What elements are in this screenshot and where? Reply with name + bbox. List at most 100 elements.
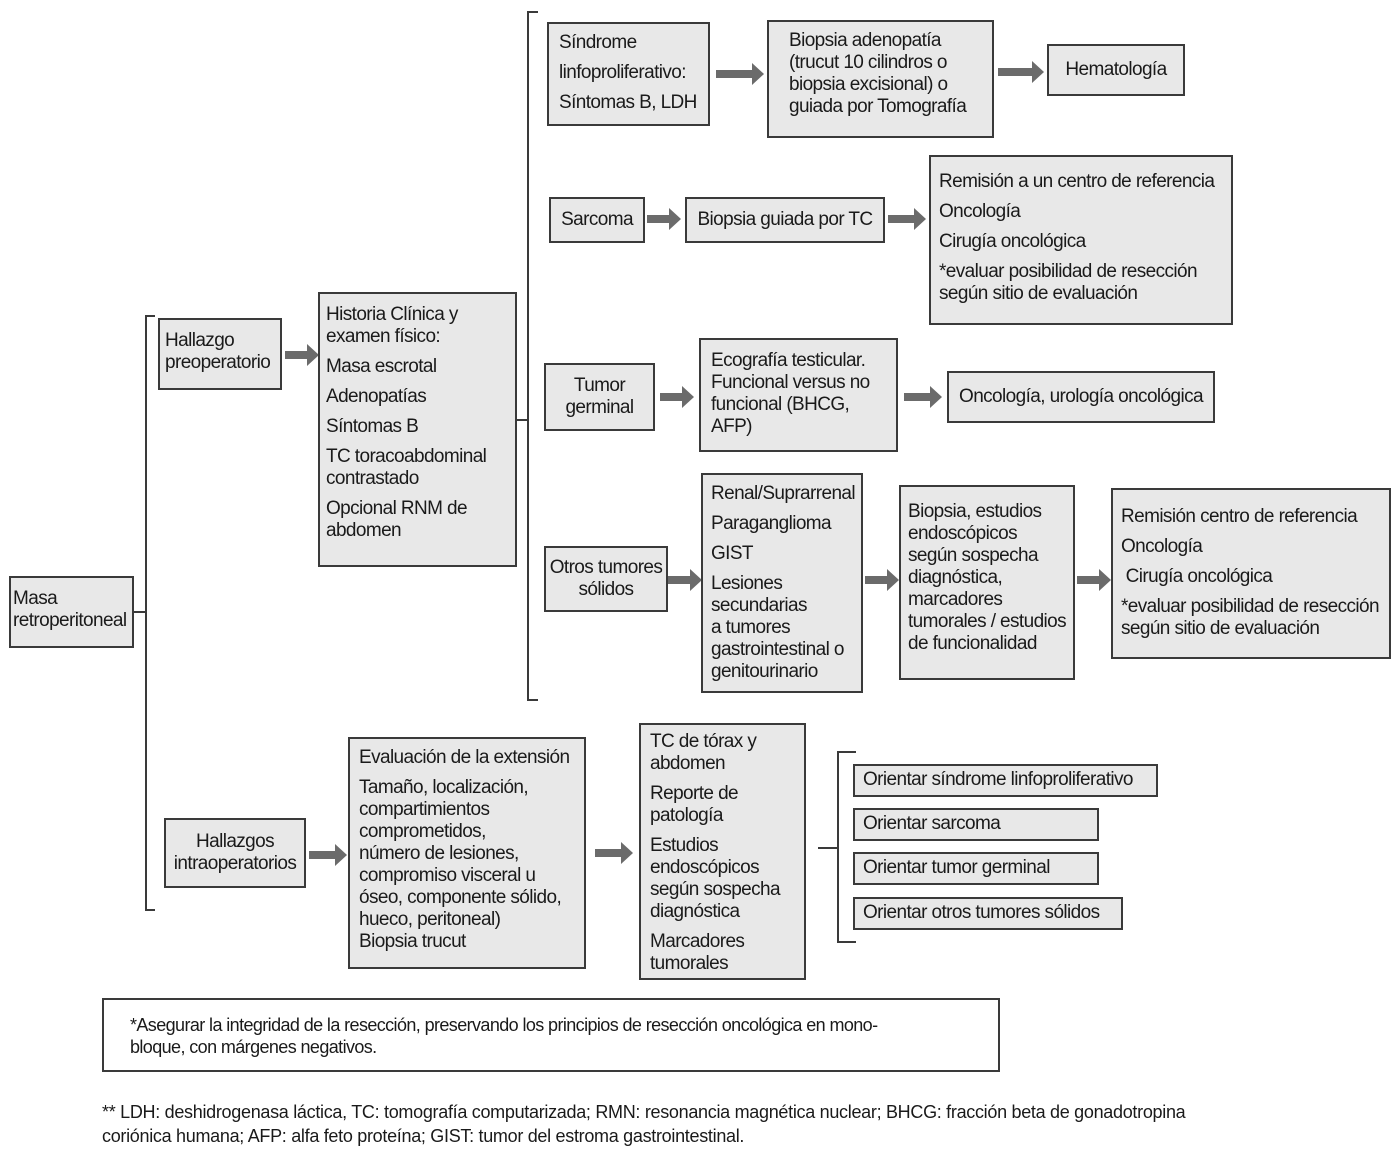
sarcoma-box: Sarcoma xyxy=(549,197,645,243)
abbreviation-footnote: ** LDH: deshidrogenasa láctica, TC: tomo… xyxy=(102,1100,1362,1148)
biopsy-line: biopsia excisional) o xyxy=(789,74,948,95)
syndrome-line: Síndrome xyxy=(559,32,637,53)
orient-sarcoma-box: Orientar sarcoma xyxy=(853,808,1099,841)
preop-node: Hallazgo preoperatorio xyxy=(158,318,282,390)
referral-line: *evaluar posibilidad de resección xyxy=(1121,596,1380,617)
history-line: Opcional RNM de xyxy=(326,498,468,519)
solid-line: sólidos xyxy=(578,579,635,600)
studies-line: tumorales / estudios xyxy=(908,611,1067,632)
tests-line: Marcadores xyxy=(650,931,745,952)
arrow-right-icon xyxy=(660,386,694,408)
tests-line: Estudios xyxy=(650,835,719,856)
history-line: examen físico: xyxy=(326,326,441,347)
root-node-masa-retroperitoneal: Masa retroperitoneal xyxy=(9,576,134,648)
solid-referral-box: Remisión centro de referencia Oncología … xyxy=(1111,488,1391,659)
type-line: Lesiones xyxy=(711,573,783,594)
footnote-line: coriónica humana; AFP: alfa feto proteín… xyxy=(102,1126,745,1146)
referral-line: Oncología xyxy=(939,201,1021,222)
history-line: Síntomas B xyxy=(326,416,419,437)
history-line: Masa escrotal xyxy=(326,356,437,377)
tests-line: patología xyxy=(650,805,723,826)
history-line: Historia Clínica y xyxy=(326,304,458,325)
biopsy-line: (trucut 10 cilindros o xyxy=(789,52,947,73)
onco-uro-label: Oncología, urología oncológica xyxy=(959,386,1204,407)
history-line: Adenopatías xyxy=(326,386,427,407)
ct-biopsy-label: Biopsia guiada por TC xyxy=(697,209,873,230)
referral-line: *evaluar posibilidad de resección xyxy=(939,261,1198,282)
eco-line: funcional (BHCG, xyxy=(711,394,850,415)
history-line: TC toracoabdominal xyxy=(326,446,487,467)
eco-line: AFP) xyxy=(711,416,752,437)
studies-line: de funcionalidad xyxy=(908,633,1037,654)
intraop-line: intraoperatorios xyxy=(173,853,297,874)
footnote-line: ** LDH: deshidrogenasa láctica, TC: tomo… xyxy=(102,1102,1186,1122)
syndrome-line: Síntomas B, LDH xyxy=(559,92,697,113)
arrow-right-icon xyxy=(904,386,942,408)
biopsy-line: guiada por Tomografía xyxy=(789,96,967,117)
studies-line: según sospecha xyxy=(908,545,1039,566)
syndrome-line: linfoproliferativo: xyxy=(559,62,687,83)
orient-label: Orientar otros tumores sólidos xyxy=(863,902,1100,923)
history-exam-box: Historia Clínica y examen físico: Masa e… xyxy=(318,292,517,567)
preop-line: Hallazgo xyxy=(165,330,235,351)
studies-line: endoscópicos xyxy=(908,523,1018,544)
arrow-right-icon xyxy=(998,61,1044,83)
biopsy-adenopathy-box: Biopsia adenopatía (trucut 10 cilindros … xyxy=(767,20,994,138)
root-line: Masa xyxy=(13,588,58,609)
extension-line: óseo, componente sólido, xyxy=(359,887,562,908)
studies-line: diagnóstica, xyxy=(908,567,1003,588)
ct-guided-biopsy-box: Biopsia guiada por TC xyxy=(685,197,885,243)
note-line: bloque, con márgenes negativos. xyxy=(130,1037,377,1057)
studies-line: Biopsia, estudios xyxy=(908,501,1042,522)
arrow-right-icon xyxy=(865,569,899,591)
arrow-right-icon xyxy=(285,344,319,366)
studies-line: marcadores xyxy=(908,589,1003,610)
referral-line: Cirugía oncológica xyxy=(1121,566,1273,587)
extension-line: compartimientos xyxy=(359,799,490,820)
hematology-label: Hematología xyxy=(1065,59,1167,80)
biopsy-line: Biopsia adenopatía xyxy=(789,30,941,51)
extension-line: hueco, peritoneal) xyxy=(359,909,501,930)
orient-solid-box: Orientar otros tumores sólidos xyxy=(853,897,1123,930)
orient-label: Orientar sarcoma xyxy=(863,813,1001,834)
root-line: retroperitoneal xyxy=(13,610,127,631)
tests-line: abdomen xyxy=(650,753,726,774)
type-line: gastrointestinal o xyxy=(711,639,844,660)
tumor-types-box: Renal/Suprarrenal Paraganglioma GIST Les… xyxy=(701,473,863,693)
arrow-right-icon xyxy=(647,208,681,230)
germ-tumor-box: Tumor germinal xyxy=(544,363,655,431)
arrow-right-icon xyxy=(595,842,633,864)
type-line: genitourinario xyxy=(711,661,818,682)
tests-line: TC de tórax y xyxy=(650,731,757,752)
testicular-eco-box: Ecografía testicular. Funcional versus n… xyxy=(699,338,898,452)
extension-line: Tamaño, localización, xyxy=(359,777,529,798)
lymphoproliferative-syndrome-box: Síndrome linfoproliferativo: Síntomas B,… xyxy=(547,22,710,126)
intraop-node: Hallazgos intraoperatorios xyxy=(164,818,306,888)
eco-line: Ecografía testicular. xyxy=(711,350,866,371)
orient-label: Orientar síndrome linfoproliferativo xyxy=(863,769,1133,790)
extension-line: comprometidos, xyxy=(359,821,486,842)
germ-line: Tumor xyxy=(573,375,626,396)
extension-evaluation-box: Evaluación de la extensión Tamaño, local… xyxy=(348,737,586,969)
tests-line: Reporte de xyxy=(650,783,739,804)
intraop-line: Hallazgos xyxy=(195,831,275,852)
referral-line: Remisión a un centro de referencia xyxy=(939,171,1215,192)
tests-line: diagnóstica xyxy=(650,901,740,922)
note-line: *Asegurar la integridad de la resección,… xyxy=(130,1015,878,1035)
extension-line: compromiso visceral u xyxy=(359,865,536,886)
sarcoma-referral-box: Remisión a un centro de referencia Oncol… xyxy=(929,155,1233,325)
history-line: abdomen xyxy=(326,520,402,541)
tests-line: según sospecha xyxy=(650,879,781,900)
arrow-right-icon xyxy=(668,569,702,591)
referral-line: según sitio de evaluación xyxy=(939,283,1138,304)
referral-line: Oncología xyxy=(1121,536,1203,557)
arrow-right-icon xyxy=(309,844,347,866)
referral-line: Remisión centro de referencia xyxy=(1121,506,1358,527)
tests-line: tumorales xyxy=(650,953,729,974)
extension-line: número de lesiones, xyxy=(359,843,519,864)
arrow-right-icon xyxy=(888,208,926,230)
history-line: contrastado xyxy=(326,468,419,489)
preop-line: preoperatorio xyxy=(165,352,271,373)
referral-line: Cirugía oncológica xyxy=(939,231,1086,252)
